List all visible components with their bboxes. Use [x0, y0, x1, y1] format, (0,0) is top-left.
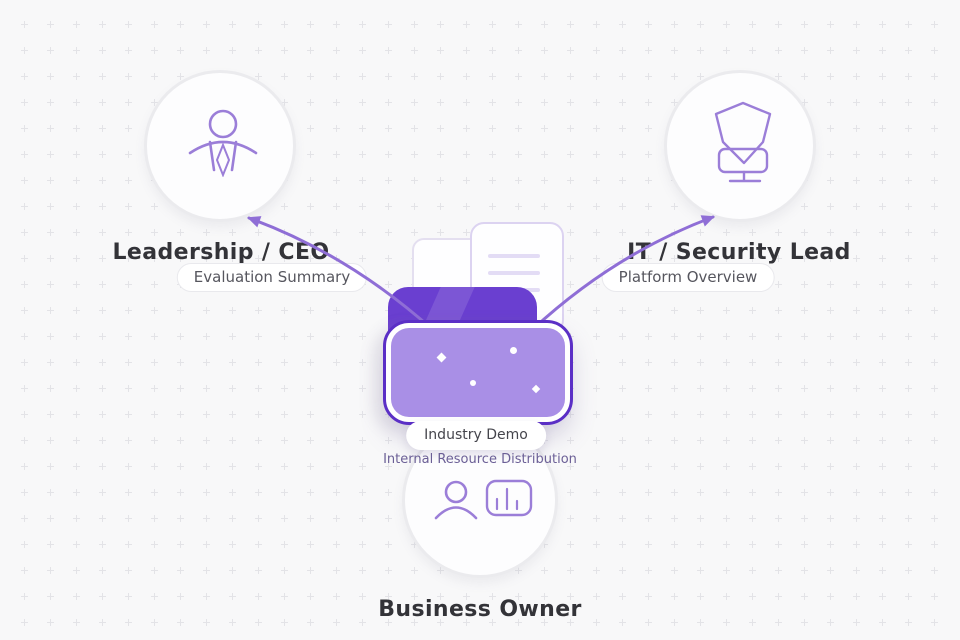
folder-panel-fill — [391, 328, 565, 417]
it-security-title: IT / Security Lead — [627, 240, 851, 265]
center-sublabel: Internal Resource Distribution — [383, 452, 577, 467]
center-label-pill: Industry Demo — [406, 421, 546, 450]
leadership-title: Leadership / CEO — [112, 240, 330, 265]
shield-monitor-icon — [714, 101, 772, 183]
executive-person-icon — [188, 109, 258, 177]
node-it-security-circle — [664, 70, 816, 222]
person-bar-chart-icon — [434, 479, 533, 520]
shared-folder-front-panel — [383, 320, 573, 425]
business-owner-title: Business Owner — [378, 597, 582, 622]
document-text-line — [488, 271, 540, 275]
leadership-badge: Evaluation Summary — [176, 263, 368, 292]
sparkle-dot-icon — [470, 380, 476, 386]
sparkle-dot-icon — [510, 347, 517, 354]
document-text-line — [488, 254, 540, 258]
it-security-badge: Platform Overview — [601, 263, 775, 292]
node-leadership-circle — [144, 70, 296, 222]
